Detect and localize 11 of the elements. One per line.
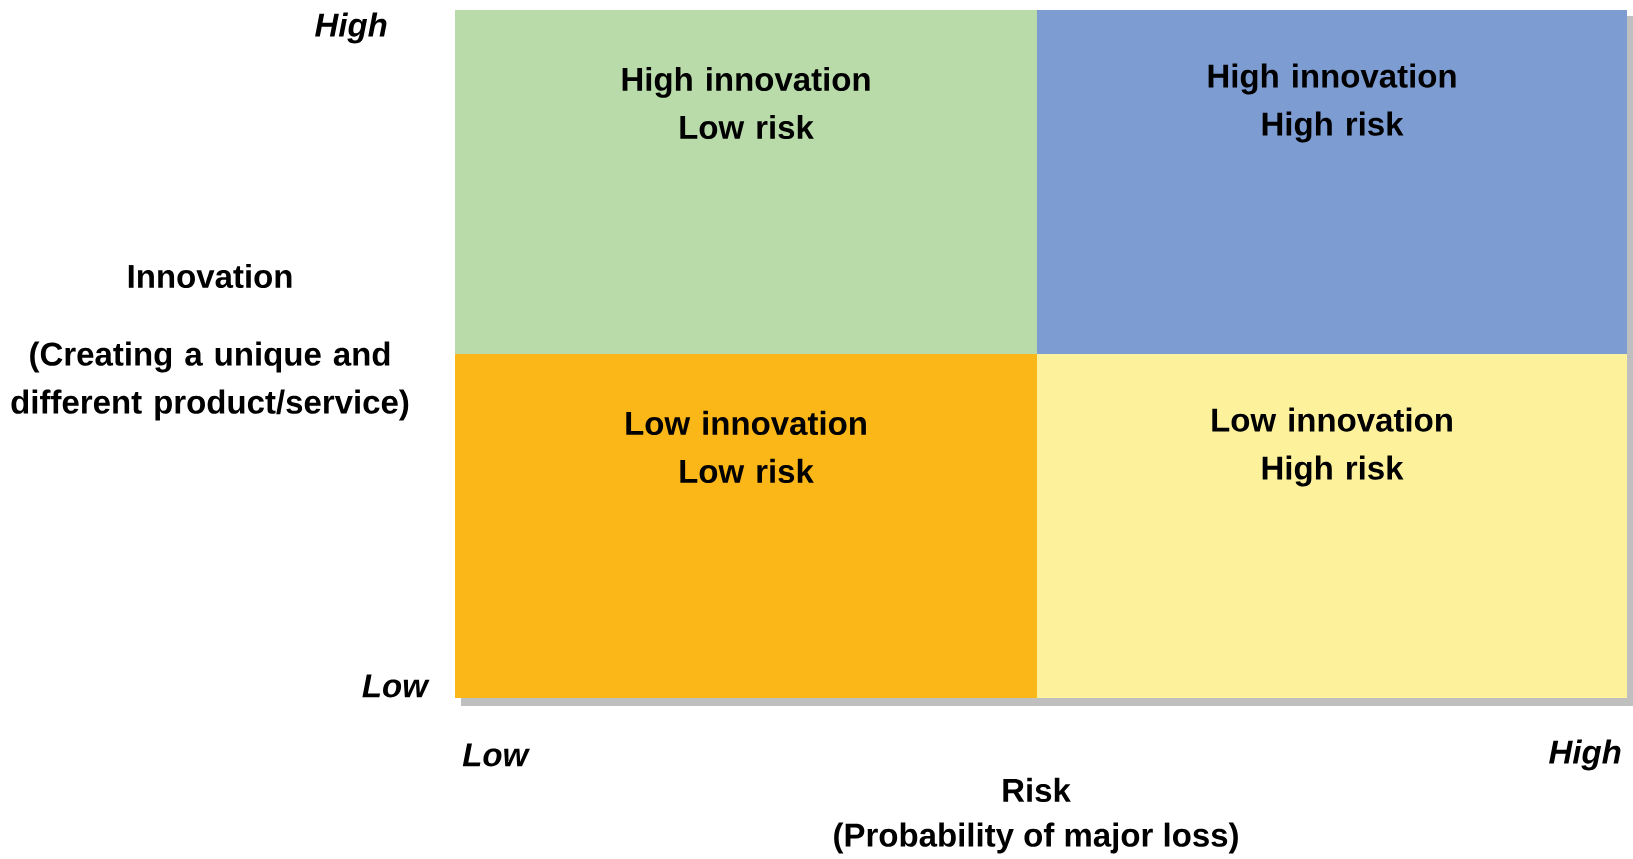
axis-label: Low xyxy=(462,743,530,767)
axis-title: (Creating a unique and different product/service) xyxy=(11,341,409,421)
quadrant-box: Low innovation Low risk xyxy=(455,354,1037,698)
axis-label: High xyxy=(315,12,387,44)
axis-label: High xyxy=(1549,739,1621,771)
axis-title: Innovation xyxy=(128,263,292,289)
axis-title: Risk xyxy=(1003,777,1071,803)
quadrant-box: High innovation High risk xyxy=(1037,10,1627,354)
quadrant-box: Low innovation High risk xyxy=(1037,354,1627,698)
axis-title: (Probability of major loss) xyxy=(834,822,1238,854)
quadrant-box: High innovation Low risk xyxy=(455,10,1037,354)
